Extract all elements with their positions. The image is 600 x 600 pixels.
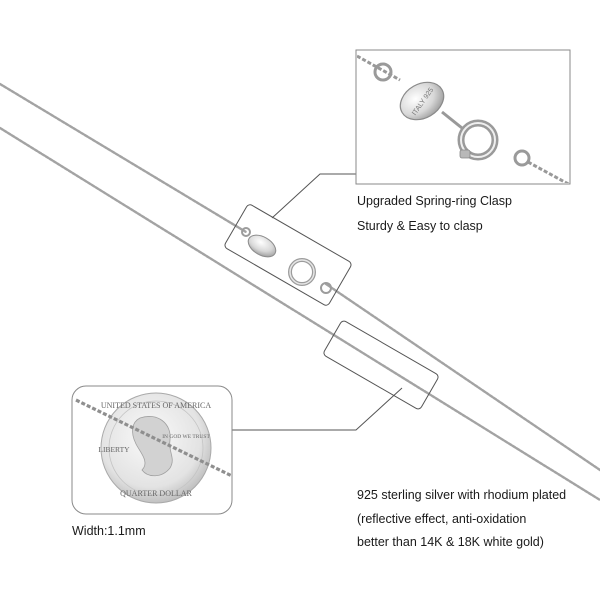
chain-highlight-frame <box>323 320 439 410</box>
material-line-1: 925 sterling silver with rhodium plated <box>357 488 567 502</box>
clasp-tag <box>399 81 445 121</box>
material-line-3: better than 14K & 18K white gold) <box>357 535 544 549</box>
clasp-subtitle: Sturdy & Easy to clasp <box>357 219 483 233</box>
necklace-chain <box>0 82 600 502</box>
clasp-highlight-frame <box>224 204 352 306</box>
coin-text-top: UNITED STATES OF AMERICA <box>101 401 211 410</box>
coin-text-left: LIBERTY <box>98 445 130 454</box>
coin-text-bottom: QUARTER DOLLAR <box>120 489 192 498</box>
chain-leader-line <box>232 387 403 431</box>
chain-strand-upper-right <box>324 282 600 472</box>
clasp-closeup-inset: ITALY 925 <box>355 49 571 185</box>
clasp-leader-line <box>271 173 356 219</box>
coin-closeup-inset: UNITED STATES OF AMERICA LIBERTY IN GOD … <box>71 385 233 515</box>
clasp-title: Upgraded Spring-ring Clasp <box>357 194 512 208</box>
width-label: Width:1.1mm <box>72 524 146 538</box>
clasp-on-chain <box>241 227 332 294</box>
chain-strand-lower <box>0 126 600 502</box>
chain-strand-upper <box>0 82 248 234</box>
material-line-2: (reflective effect, anti-oxidation <box>357 512 527 526</box>
coin-text-right: IN GOD WE TRUST <box>162 434 210 440</box>
